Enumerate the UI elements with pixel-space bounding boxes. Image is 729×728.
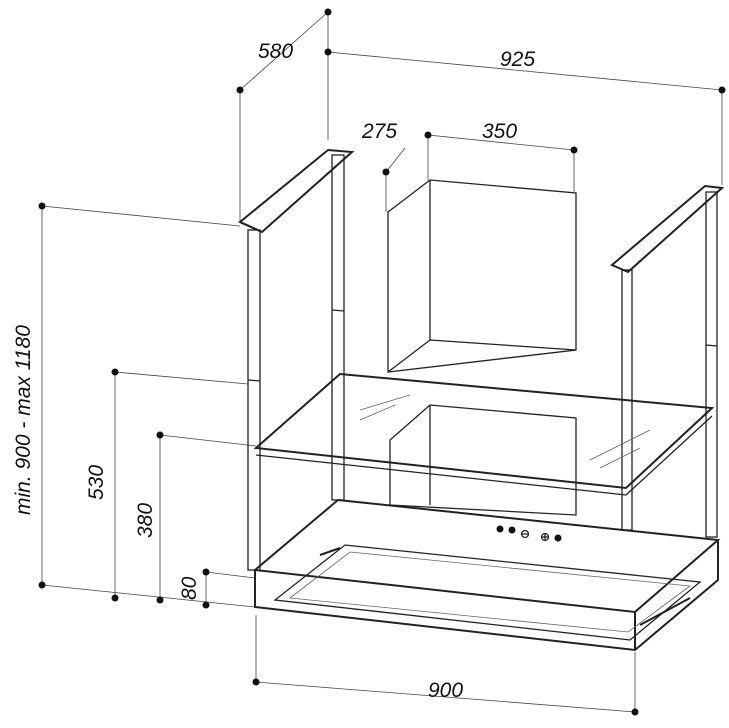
control-button-1 — [496, 525, 504, 533]
chimney — [387, 179, 577, 516]
control-button-3 — [554, 534, 562, 542]
hood-width-label: 900 — [428, 679, 463, 702]
control-button-2 — [508, 526, 516, 534]
hood-body — [252, 498, 721, 652]
glass-shelf — [253, 372, 715, 496]
chimney-depth-label: 275 — [361, 120, 397, 143]
chimney-width-label: 350 — [482, 120, 517, 143]
dimension-lines — [41, 11, 723, 713]
hood-height-label: 80 — [178, 576, 201, 600]
minus-button-icon — [520, 529, 530, 539]
plus-button-icon — [540, 532, 550, 542]
width-top-label: 925 — [500, 48, 535, 71]
shelf-lower-label: 380 — [134, 503, 157, 538]
depth-label: 580 — [258, 40, 293, 63]
frame — [238, 148, 725, 571]
shelf-upper-label: 530 — [85, 465, 108, 500]
height-range-label: min. 900 - max 1180 — [12, 325, 35, 515]
control-panel[interactable] — [496, 525, 562, 542]
dimension-dots — [38, 8, 726, 716]
